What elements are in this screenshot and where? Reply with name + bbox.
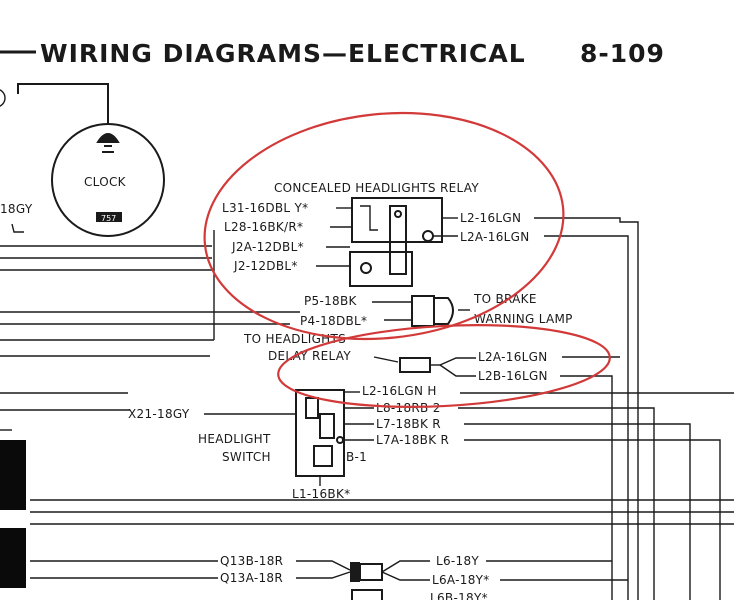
switch-wire-l1: L1-16BK*: [292, 487, 350, 501]
clock-terminal-label: 757: [101, 214, 116, 223]
brake-warning-connection: P5-18BK P4-18DBL* TO BRAKE WARNING LAMP: [300, 292, 573, 328]
switch-terminal-b1: B-1: [346, 450, 367, 464]
relay-upper-body: [351, 197, 443, 243]
bottom-wire-l6: L6-18Y: [436, 554, 479, 568]
relay-lower-body: [349, 251, 413, 287]
concealed-headlights-relay: CONCEALED HEADLIGHTS RELAY L31-16DBL Y* …: [222, 181, 639, 600]
delay-relay-connection: TO HEADLIGHTS DELAY RELAY L2A-16LGN L2B-…: [243, 332, 620, 600]
switch-wire-x21: X21-18GY: [128, 407, 190, 421]
bottom-connections: Q13B-18R Q13A-18R L6-18Y L6A-18Y* L6B-18…: [30, 554, 628, 600]
page-header: WIRING DIAGRAMS—ELECTRICAL 8-109: [0, 39, 665, 68]
relay-wire-l2: L2-16LGN: [460, 211, 521, 225]
clock-lamp-icon: [96, 133, 120, 143]
relay-wire-j2a: J2A-12DBL*: [231, 240, 304, 254]
left-wire-label: 18GY: [0, 202, 33, 216]
bottom-wire-q13a: Q13A-18R: [220, 571, 283, 585]
delay-wire-l2a: L2A-16LGN: [478, 350, 548, 364]
relay-title: CONCEALED HEADLIGHTS RELAY: [274, 181, 479, 195]
delay-relay-highlight-ellipse: [277, 324, 611, 408]
brake-wire-p4: P4-18DBL*: [300, 314, 367, 328]
brake-label-1: TO BRAKE: [473, 292, 537, 306]
switch-label-2: SWITCH: [222, 450, 271, 464]
relay-wire-l28: L28-16BK/R*: [224, 220, 303, 234]
relay-wire-l31: L31-16DBL Y*: [222, 201, 308, 215]
brake-plug: [434, 297, 454, 325]
brake-wire-p5: P5-18BK: [304, 294, 358, 308]
left-connector-block-upper: [0, 440, 26, 510]
bottom-wire-q13b: Q13B-18R: [220, 554, 283, 568]
delay-label-2: DELAY RELAY: [268, 349, 351, 363]
page-title: WIRING DIAGRAMS—ELECTRICAL: [40, 39, 526, 68]
switch-wire-l2: L2-16LGN H: [362, 384, 437, 398]
brake-connector: [411, 295, 435, 327]
clock-feed-wire: [17, 83, 109, 124]
switch-label-1: HEADLIGHT: [198, 432, 271, 446]
clock-terminal-block: [96, 212, 122, 222]
relay-terminal-lower: [360, 262, 372, 274]
brake-label-2: WARNING LAMP: [474, 312, 573, 326]
bottom-wire-l6b: L6B-18Y*: [430, 591, 488, 600]
partial-terminal-circle: [0, 89, 6, 107]
delay-label-1: TO HEADLIGHTS: [243, 332, 346, 346]
delay-wire-l2b: L2B-16LGN: [478, 369, 548, 383]
left-wire-tick: [11, 223, 24, 233]
page-number: 8-109: [580, 39, 665, 68]
relay-wire-l2a: L2A-16LGN: [460, 230, 530, 244]
switch-wire-l7a: L7A-18BK R: [376, 433, 449, 447]
bottom-connector: [350, 562, 360, 582]
switch-wire-l7: L7-18BK R: [376, 417, 441, 431]
headlight-switch: X21-18GY HEADLIGHT SWITCH B-1 L2-16LGN H…: [128, 384, 734, 600]
relay-highlight-ellipse: [203, 111, 565, 341]
relay-armature: [389, 205, 407, 275]
clock-label: CLOCK: [84, 175, 127, 189]
clock-component: CLOCK 757: [17, 83, 165, 237]
left-bus-wires: [0, 230, 734, 525]
left-connector-block-lower: [0, 528, 26, 588]
delay-connector: [399, 357, 431, 373]
relay-wire-j2: J2-12DBL*: [233, 259, 298, 273]
relay-terminal-right: [422, 230, 434, 242]
bottom-wire-l6a: L6A-18Y*: [432, 573, 490, 587]
